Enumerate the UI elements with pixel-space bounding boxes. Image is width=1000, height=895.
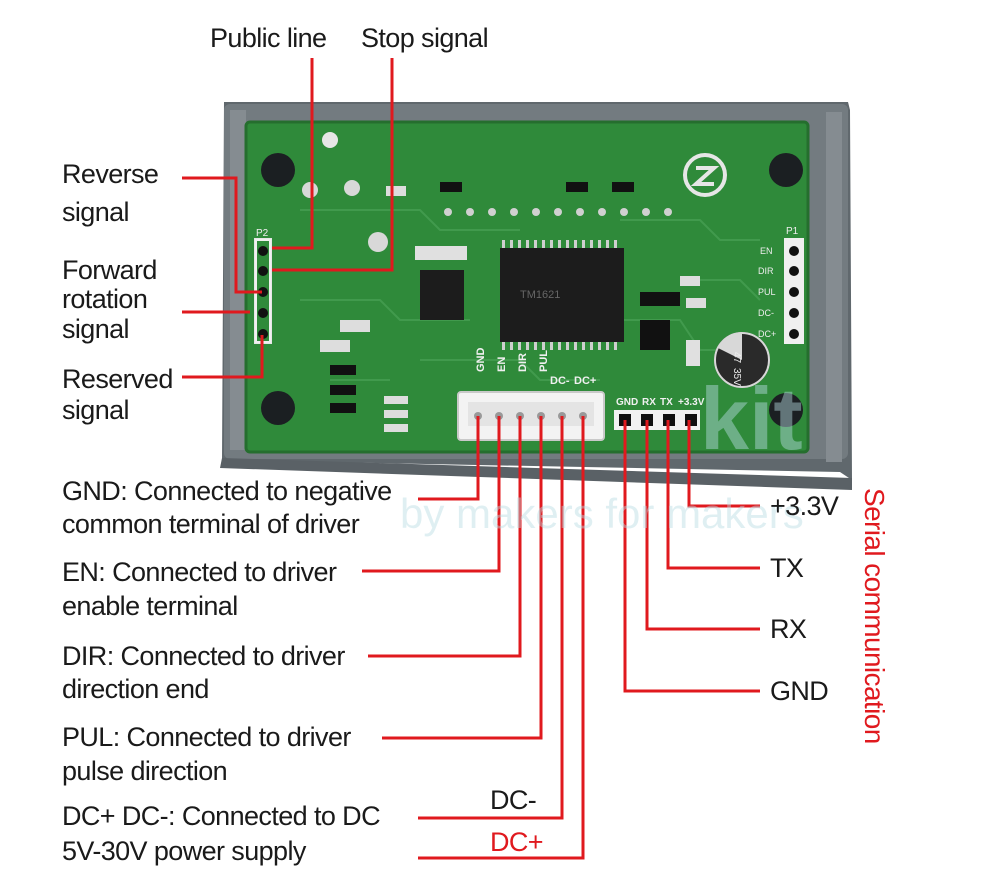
label-reserved-line2: signal	[62, 395, 130, 425]
leader-line-reserved	[182, 335, 264, 379]
svg-text:RX: RX	[642, 397, 656, 408]
electrolytic-capacitor: 47 35V	[714, 332, 770, 388]
leader-line-serial-gnd	[623, 420, 760, 693]
leader-line-rx	[645, 420, 760, 631]
label-pul-desc-line1: PUL: Connected to driver	[62, 722, 351, 752]
svg-text:+3.3V: +3.3V	[678, 397, 705, 408]
leader-line-3v3	[687, 420, 760, 508]
svg-text:TM1621: TM1621	[520, 289, 560, 301]
svg-text:DC+: DC+	[574, 375, 596, 387]
mounting-hole	[261, 153, 295, 187]
label-serial-communication: Serial communication	[859, 488, 890, 744]
small-chip	[420, 270, 464, 320]
label-dc-plus: DC+	[490, 827, 544, 857]
label-reverse-line1: Reverse	[62, 159, 159, 189]
label-public-line: Public line	[210, 23, 327, 53]
leader-line-en	[362, 416, 501, 573]
label-tx: TX	[770, 553, 804, 583]
power-signal-connector	[457, 391, 605, 441]
mounting-hole	[769, 153, 803, 187]
svg-text:35V: 35V	[731, 368, 742, 386]
label-reserved-line1: Reserved	[62, 364, 173, 394]
p2-header: P2	[254, 228, 272, 344]
label-dc-desc-line2: 5V-30V power supply	[62, 836, 306, 866]
svg-text:P1: P1	[786, 226, 799, 237]
svg-text:DC-: DC-	[758, 308, 774, 318]
leader-line-tx	[666, 420, 760, 570]
leader-line-public	[272, 58, 314, 250]
svg-text:EN: EN	[496, 357, 508, 372]
svg-text:DIR: DIR	[758, 266, 774, 276]
label-en-desc-line2: enable terminal	[62, 591, 238, 621]
leader-line-stop	[272, 58, 394, 272]
mounting-hole	[261, 391, 295, 425]
label-forward-line3: signal	[62, 314, 130, 344]
label-3v3: +3.3V	[770, 491, 839, 521]
label-serial-gnd: GND	[770, 676, 829, 706]
label-reverse-line2: signal	[62, 197, 130, 227]
svg-text:DC+: DC+	[758, 329, 776, 339]
leader-line-gnd	[418, 416, 480, 501]
label-stop-signal: Stop signal	[361, 23, 489, 53]
leader-line-dc-minus	[418, 416, 564, 820]
label-dc-minus: DC-	[490, 785, 537, 815]
main-chip	[500, 248, 624, 342]
svg-text:DC-: DC-	[550, 375, 570, 387]
svg-text:PUL: PUL	[758, 287, 776, 297]
label-forward-line2: rotation	[62, 284, 148, 314]
logo-mark	[683, 153, 727, 197]
label-dir-desc-line2: direction end	[62, 674, 209, 704]
svg-text:P2: P2	[256, 228, 269, 239]
label-gnd-desc-line1: GND: Connected to negative	[62, 476, 392, 506]
pcb: TM1621 47 35V	[244, 120, 810, 454]
svg-text:47: 47	[731, 352, 742, 364]
serial-header	[614, 410, 700, 430]
leader-lines	[182, 58, 760, 860]
svg-text:GND: GND	[475, 348, 487, 373]
label-gnd-desc-line2: common terminal of driver	[62, 509, 360, 539]
label-forward-line1: Forward	[62, 255, 157, 285]
label-dc-desc-line1: DC+ DC-: Connected to DC	[62, 801, 381, 831]
svg-text:PUL: PUL	[538, 350, 550, 372]
p1-header: P1 EN DIR PUL DC- DC+	[758, 226, 804, 344]
svg-text:GND: GND	[616, 397, 638, 408]
svg-text:DIR: DIR	[517, 353, 529, 372]
leader-line-dir	[368, 416, 522, 658]
leader-line-dc-plus	[418, 416, 585, 860]
svg-text:TX: TX	[660, 397, 673, 408]
label-dir-desc-line1: DIR: Connected to driver	[62, 641, 345, 671]
label-en-desc-line1: EN: Connected to driver	[62, 557, 337, 587]
label-rx: RX	[770, 614, 807, 644]
label-pul-desc-line2: pulse direction	[62, 756, 228, 786]
leader-line-pul	[382, 416, 543, 740]
leader-line-reverse	[182, 176, 262, 294]
mounting-hole	[769, 393, 803, 427]
svg-text:EN: EN	[760, 246, 773, 256]
